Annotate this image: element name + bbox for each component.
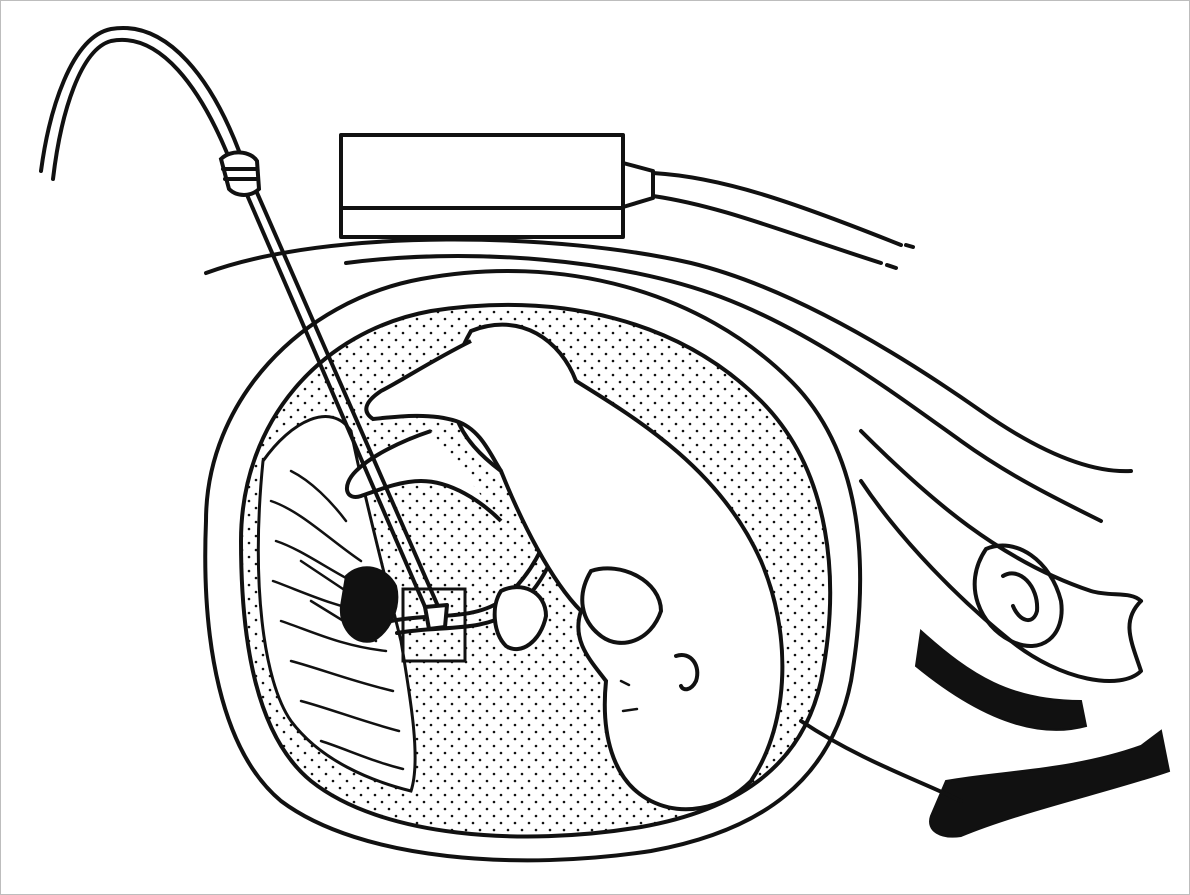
needle-hub (221, 152, 259, 195)
maternal-back-contour (861, 431, 1141, 601)
rectum-dark-band (916, 631, 1086, 730)
needle-tip (425, 605, 447, 629)
bladder-inner (1003, 573, 1037, 620)
transducer-cable-bottom (653, 196, 881, 263)
bladder-outline (975, 546, 1062, 646)
cable-dash-2 (887, 265, 896, 268)
transducer-cable-top (653, 173, 901, 245)
needle-tubing (53, 40, 227, 179)
perineum-dark-band (930, 731, 1169, 837)
transducer-connector (623, 163, 653, 207)
maternal-pelvic-wall (861, 481, 1141, 681)
ultrasound-transducer (341, 135, 623, 237)
cable-dash-1 (906, 245, 913, 247)
maternal-lower-contour (801, 721, 961, 801)
